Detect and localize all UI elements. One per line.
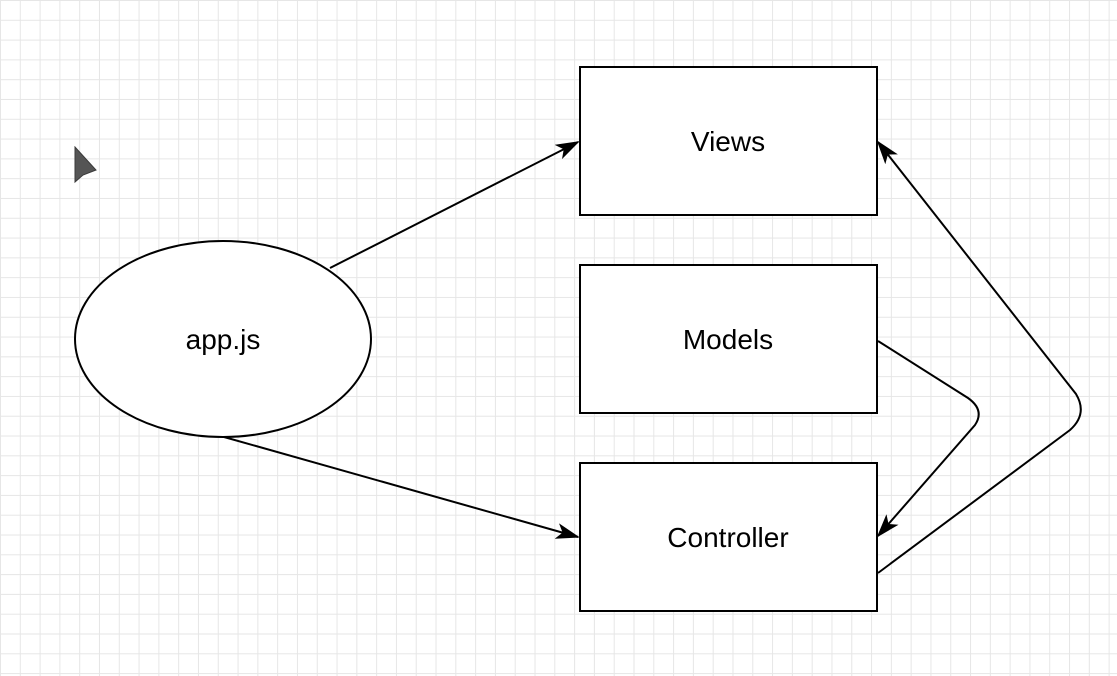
edge-app-to-controller[interactable] xyxy=(223,436,580,539)
rectangle-shape xyxy=(579,66,878,216)
edge-controller-to-views[interactable] xyxy=(876,140,1082,574)
node-controller[interactable]: Controller xyxy=(579,462,878,612)
node-label-models: Models xyxy=(683,324,773,355)
node-label-views: Views xyxy=(691,126,765,157)
rectangle-shape xyxy=(579,264,878,414)
rectangle-shape xyxy=(579,462,878,612)
mouse-pointer-icon xyxy=(74,146,97,184)
node-app-js[interactable]: app.js xyxy=(74,240,372,438)
edge-models-to-controller[interactable] xyxy=(876,340,980,538)
ellipse-shape xyxy=(74,240,372,438)
node-label-app-js: app.js xyxy=(186,324,261,355)
node-models[interactable]: Models xyxy=(579,264,878,414)
edge-app-to-views[interactable] xyxy=(329,141,580,269)
node-views[interactable]: Views xyxy=(579,66,878,216)
node-label-controller: Controller xyxy=(667,522,788,553)
